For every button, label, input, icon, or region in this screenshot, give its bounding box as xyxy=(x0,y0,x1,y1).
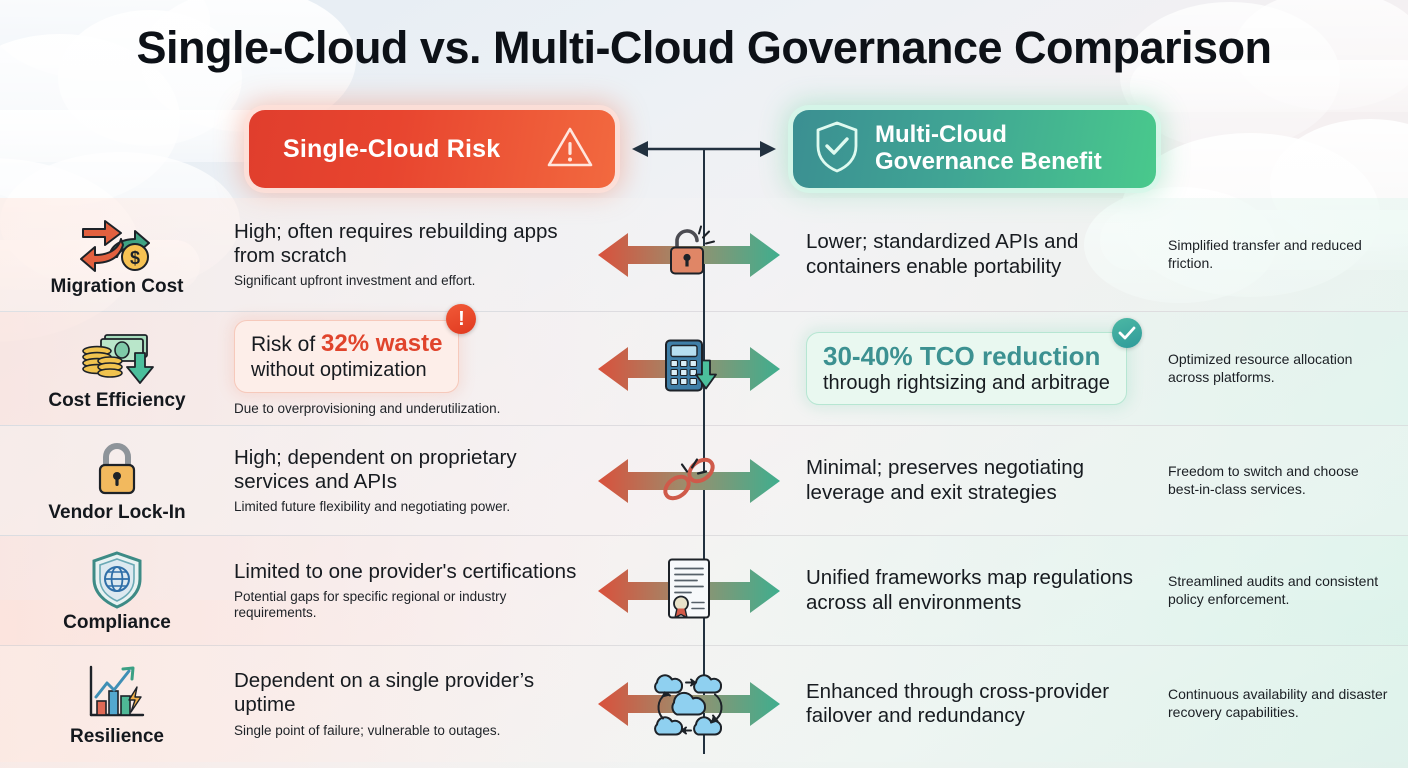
category-label: Cost Efficiency xyxy=(48,390,186,411)
row-center-arrow xyxy=(594,449,784,513)
left-main-text: High; dependent on proprietary services … xyxy=(234,445,517,493)
page-title: Single-Cloud vs. Multi-Cloud Governance … xyxy=(136,22,1272,73)
category-label: Migration Cost xyxy=(50,276,184,297)
benefit-callout-line1: 30-40% TCO reduction xyxy=(823,340,1101,371)
row-left-content: Risk of 32% waste without optimization !… xyxy=(234,303,594,418)
top-bidirectional-arrow xyxy=(632,141,776,157)
row-center-arrow xyxy=(594,337,784,401)
row-left-content: High; dependent on proprietary services … xyxy=(234,446,594,516)
note-text: Optimized resource allocation across pla… xyxy=(1168,350,1353,385)
benefit-callout-line2: through rightsizing and arbitrage xyxy=(823,372,1110,395)
left-main-text: Dependent on a single provider’s uptime xyxy=(234,669,535,717)
money-coins-down-arrow-icon xyxy=(77,329,157,387)
row-left-content: Limited to one provider's certifications… xyxy=(234,560,594,622)
benefit-callout[interactable]: 30-40% TCO reduction through rightsizing… xyxy=(806,317,1142,406)
category-label: Compliance xyxy=(63,612,171,633)
row-category-migration-cost: $ Migration Cost xyxy=(0,211,234,298)
row-left-content: Dependent on a single provider’s uptime … xyxy=(234,669,594,739)
bar-chart-trend-bolt-icon xyxy=(83,665,151,723)
row-note: Simplified transfer and reduced friction… xyxy=(1154,237,1408,273)
row-note: Streamlined audits and consistent policy… xyxy=(1154,573,1408,609)
row-note: Continuous availability and disaster rec… xyxy=(1154,686,1408,722)
warning-triangle-icon xyxy=(545,124,595,175)
broken-chain-link-icon xyxy=(656,449,722,512)
right-main-text: Minimal; preserves negotiating leverage … xyxy=(806,456,1085,504)
row-right-content: Lower; standardized APIs and containers … xyxy=(784,230,1154,278)
row-right-content: 30-40% TCO reduction through rightsizing… xyxy=(784,317,1154,406)
row-category-cost-efficiency: Cost Efficiency xyxy=(0,325,234,412)
left-main-text: Limited to one provider's certifications xyxy=(234,559,577,583)
left-main-text: High; often requires rebuilding apps fro… xyxy=(234,219,558,267)
note-text: Continuous availability and disaster rec… xyxy=(1168,686,1388,720)
row-category-vendor-lock-in: Vendor Lock-In xyxy=(0,437,234,524)
row-note: Freedom to switch and choose best-in-cla… xyxy=(1154,463,1408,499)
benefit-badge-label: Multi-Cloud Governance Benefit xyxy=(875,121,1102,176)
row-center-arrow xyxy=(594,672,784,736)
broken-padlock-icon xyxy=(659,223,719,286)
risk-callout-line1: Risk of 32% waste xyxy=(251,330,442,359)
category-label: Resilience xyxy=(70,725,164,747)
shield-check-icon xyxy=(813,119,861,180)
benefit-badge-label-line1: Multi-Cloud xyxy=(875,121,1007,149)
risk-badge-label: Single-Cloud Risk xyxy=(283,134,501,163)
right-main-text: Unified frameworks map regulations acros… xyxy=(806,566,1133,614)
header-badge-multi-cloud-benefit[interactable]: Multi-Cloud Governance Benefit xyxy=(793,110,1156,188)
left-sub-text: Due to overprovisioning and underutiliza… xyxy=(234,401,501,417)
note-text: Streamlined audits and consistent policy… xyxy=(1168,572,1379,607)
risk-callout-highlight: 32% waste xyxy=(321,329,443,357)
exclamation-badge-icon: ! xyxy=(446,303,477,334)
calculator-down-arrow-icon xyxy=(660,336,718,401)
multi-cloud-failover-icon xyxy=(641,665,737,744)
row-left-content: High; often requires rebuilding apps fro… xyxy=(234,220,594,290)
svg-text:$: $ xyxy=(130,248,140,268)
row-center-arrow xyxy=(594,223,784,287)
swap-arrows-dollar-icon: $ xyxy=(77,215,157,273)
left-sub-text: Potential gaps for specific regional or … xyxy=(234,588,507,621)
padlock-icon xyxy=(88,441,146,499)
certificate-document-icon xyxy=(663,556,715,625)
left-sub-text: Single point of failure; vulnerable to o… xyxy=(234,722,501,738)
row-center-arrow xyxy=(594,556,784,625)
risk-callout-line2: without optimization xyxy=(251,359,427,382)
comparison-rows: $ Migration Cost High; often requires re… xyxy=(0,198,1408,762)
note-text: Freedom to switch and choose best-in-cla… xyxy=(1168,462,1359,497)
shield-globe-icon xyxy=(88,551,146,609)
header-badge-single-cloud-risk[interactable]: Single-Cloud Risk xyxy=(249,110,615,188)
row-category-compliance: Compliance xyxy=(0,547,234,634)
row-right-content: Enhanced through cross-provider failover… xyxy=(784,680,1154,728)
right-main-text: Lower; standardized APIs and containers … xyxy=(806,230,1079,278)
row-right-content: Minimal; preserves negotiating leverage … xyxy=(784,456,1154,504)
risk-callout[interactable]: Risk of 32% waste without optimization ! xyxy=(234,303,477,394)
left-sub-text: Limited future flexibility and negotiati… xyxy=(234,499,511,515)
note-text: Simplified transfer and reduced friction… xyxy=(1168,236,1362,271)
category-label: Vendor Lock-In xyxy=(48,502,186,523)
benefit-badge-label-line2: Governance Benefit xyxy=(875,148,1102,175)
left-sub-text: Significant upfront investment and effor… xyxy=(234,273,476,289)
right-main-text: Enhanced through cross-provider failover… xyxy=(806,679,1110,727)
check-badge-icon xyxy=(1111,317,1142,348)
risk-callout-prefix: Risk of xyxy=(251,332,322,356)
row-note: Optimized resource allocation across pla… xyxy=(1154,351,1408,387)
row-right-content: Unified frameworks map regulations acros… xyxy=(784,566,1154,614)
row-category-resilience: Resilience xyxy=(0,661,234,748)
